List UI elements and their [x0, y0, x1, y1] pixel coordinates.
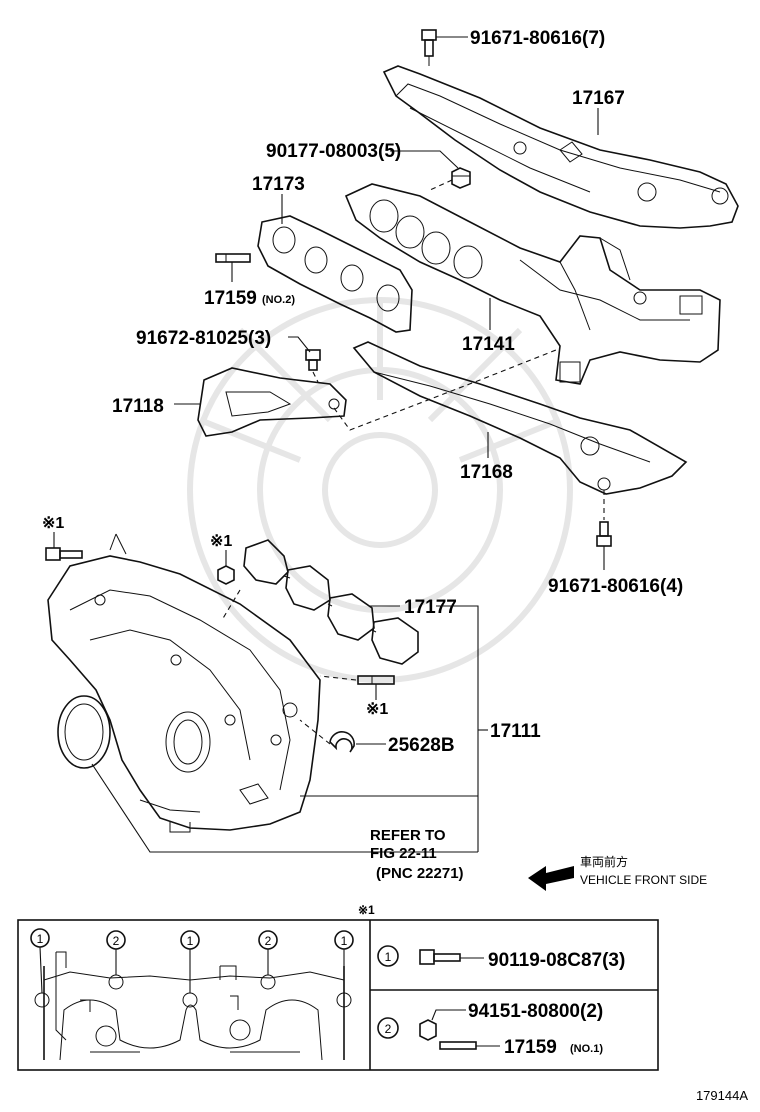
front-direction-arrow-icon	[528, 866, 574, 891]
stud-no2-icon	[215, 253, 251, 263]
legend-row-1-callout: 1	[377, 945, 399, 967]
exhaust-manifold	[344, 183, 721, 385]
legend-nut-icon	[419, 1019, 437, 1041]
intake-manifold	[47, 533, 321, 833]
legend-item2-suffix: (NO.1)	[570, 1043, 603, 1055]
ref-mark-bolt: ※1	[42, 515, 64, 532]
legend-row-2-callout: 2	[377, 1017, 399, 1039]
label-clamp: 25628B	[388, 735, 455, 756]
svg-text:1: 1	[187, 934, 194, 948]
nut-icon	[451, 167, 471, 189]
label-bracket: 17118	[112, 396, 164, 417]
exhaust-gasket	[257, 215, 413, 333]
legend-table	[17, 919, 659, 1071]
heat-insulator-lower	[352, 341, 688, 495]
label-heat-insulator-upper: 17167	[572, 88, 625, 109]
label-exhaust-manifold: 17141	[462, 334, 515, 355]
label-stud-no2-suffix: (NO.2)	[262, 294, 295, 306]
bolt-intake-icon	[45, 547, 83, 561]
throttle-gasket-ring	[57, 695, 111, 769]
callout-1-left: 1	[30, 928, 50, 994]
refer-note-line3: (PNC 22271)	[376, 865, 464, 882]
svg-text:1: 1	[37, 932, 44, 946]
callout-1-right: 1	[334, 930, 354, 993]
intake-gasket	[243, 539, 419, 665]
label-bolt-top: 91671-80616(7)	[470, 28, 605, 49]
callout-1-middle: 1	[180, 930, 200, 993]
legend-item2-part-b: 17159	[504, 1037, 557, 1058]
legend-mark: ※1	[358, 903, 375, 917]
callout-2-left: 2	[106, 930, 126, 975]
svg-text:1: 1	[385, 950, 392, 964]
label-intake-manifold: 17111	[490, 721, 541, 742]
clamp-icon	[329, 731, 355, 753]
legend-item1-part: 90119-08C87(3)	[488, 950, 625, 971]
svg-text:1: 1	[341, 934, 348, 948]
bolt-bracket-icon	[305, 349, 321, 371]
front-label-jp: 車両前方	[580, 854, 628, 869]
legend-bolt-icon	[419, 949, 461, 965]
refer-note-line2: FIG 22-11	[370, 845, 437, 862]
bolt-top-icon	[421, 29, 437, 66]
ref-mark-nut: ※1	[210, 533, 232, 550]
legend-item2-part-a: 94151-80800(2)	[468, 1001, 603, 1022]
label-intake-gasket: 17177	[404, 597, 457, 618]
watermark-emblem-icon	[187, 297, 573, 683]
front-label-en: VEHICLE FRONT SIDE	[580, 873, 707, 887]
refer-note-line1: REFER TO	[370, 827, 446, 844]
legend-stud-icon	[439, 1041, 477, 1050]
label-bolt-lower: 91671-80616(4)	[548, 576, 683, 597]
ref-mark-stud: ※1	[366, 701, 388, 718]
label-bolt-bracket: 91672-81025(3)	[136, 328, 271, 349]
callout-2-right: 2	[258, 930, 278, 975]
svg-text:2: 2	[113, 934, 120, 948]
label-stud-no2: 17159	[204, 288, 257, 309]
label-heat-insulator-lower: 17168	[460, 462, 513, 483]
svg-text:2: 2	[385, 1022, 392, 1036]
figure-id: 179144A	[696, 1088, 748, 1103]
nut-intake-icon	[217, 565, 235, 585]
svg-text:2: 2	[265, 934, 272, 948]
bracket	[197, 367, 347, 437]
heat-insulator-upper	[382, 65, 739, 229]
label-nut: 90177-08003(5)	[266, 141, 401, 162]
legend-flange-sketch	[34, 951, 352, 1061]
bolt-lower-icon	[596, 521, 612, 547]
label-exhaust-gasket: 17173	[252, 174, 305, 195]
